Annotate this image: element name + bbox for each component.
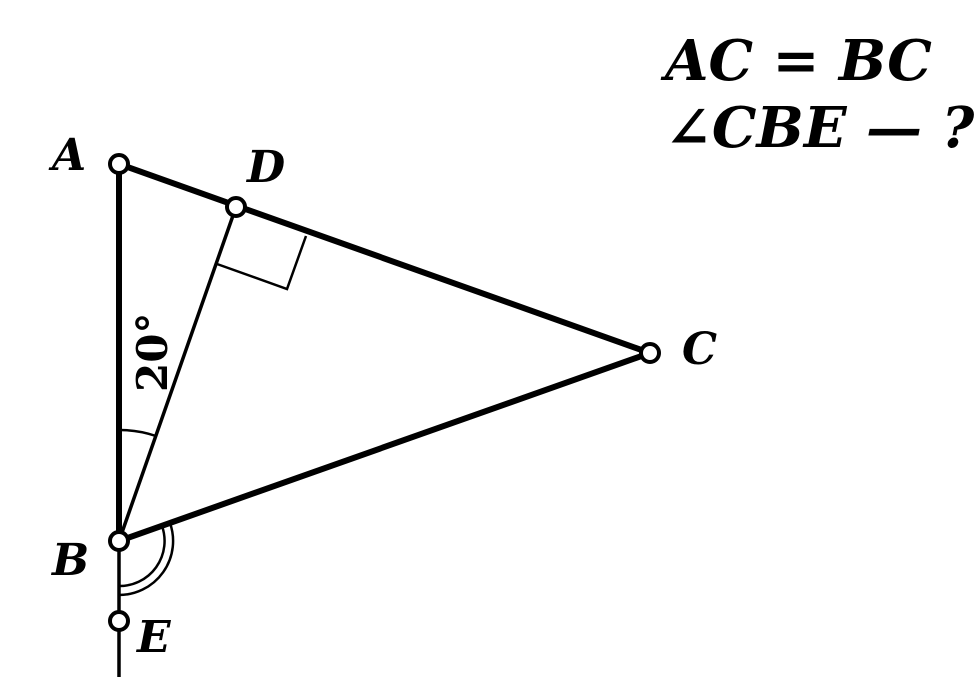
vertex-e — [108, 610, 130, 632]
given-line-1: AC = BC — [660, 28, 932, 94]
vertex-b — [108, 530, 130, 552]
label-b: B — [50, 535, 89, 586]
vertex-d — [225, 196, 247, 218]
label-d: D — [245, 142, 285, 193]
side-bc — [117, 350, 652, 544]
angle-arc-cbe-inner — [118, 525, 166, 588]
label-a: A — [48, 130, 86, 181]
angle-arc-cbe-outer — [118, 522, 175, 597]
vertex-c — [639, 342, 661, 364]
right-angle-marker — [216, 235, 308, 291]
vertex-a — [108, 153, 130, 175]
label-e: E — [135, 612, 172, 663]
given-line-2: ∠CBE — ? — [665, 95, 976, 161]
side-ac — [117, 161, 652, 356]
label-c: C — [682, 324, 717, 375]
angle-label-20: 20° — [128, 313, 177, 392]
angle-arc-abd — [118, 428, 157, 438]
altitude-bd — [117, 206, 238, 542]
